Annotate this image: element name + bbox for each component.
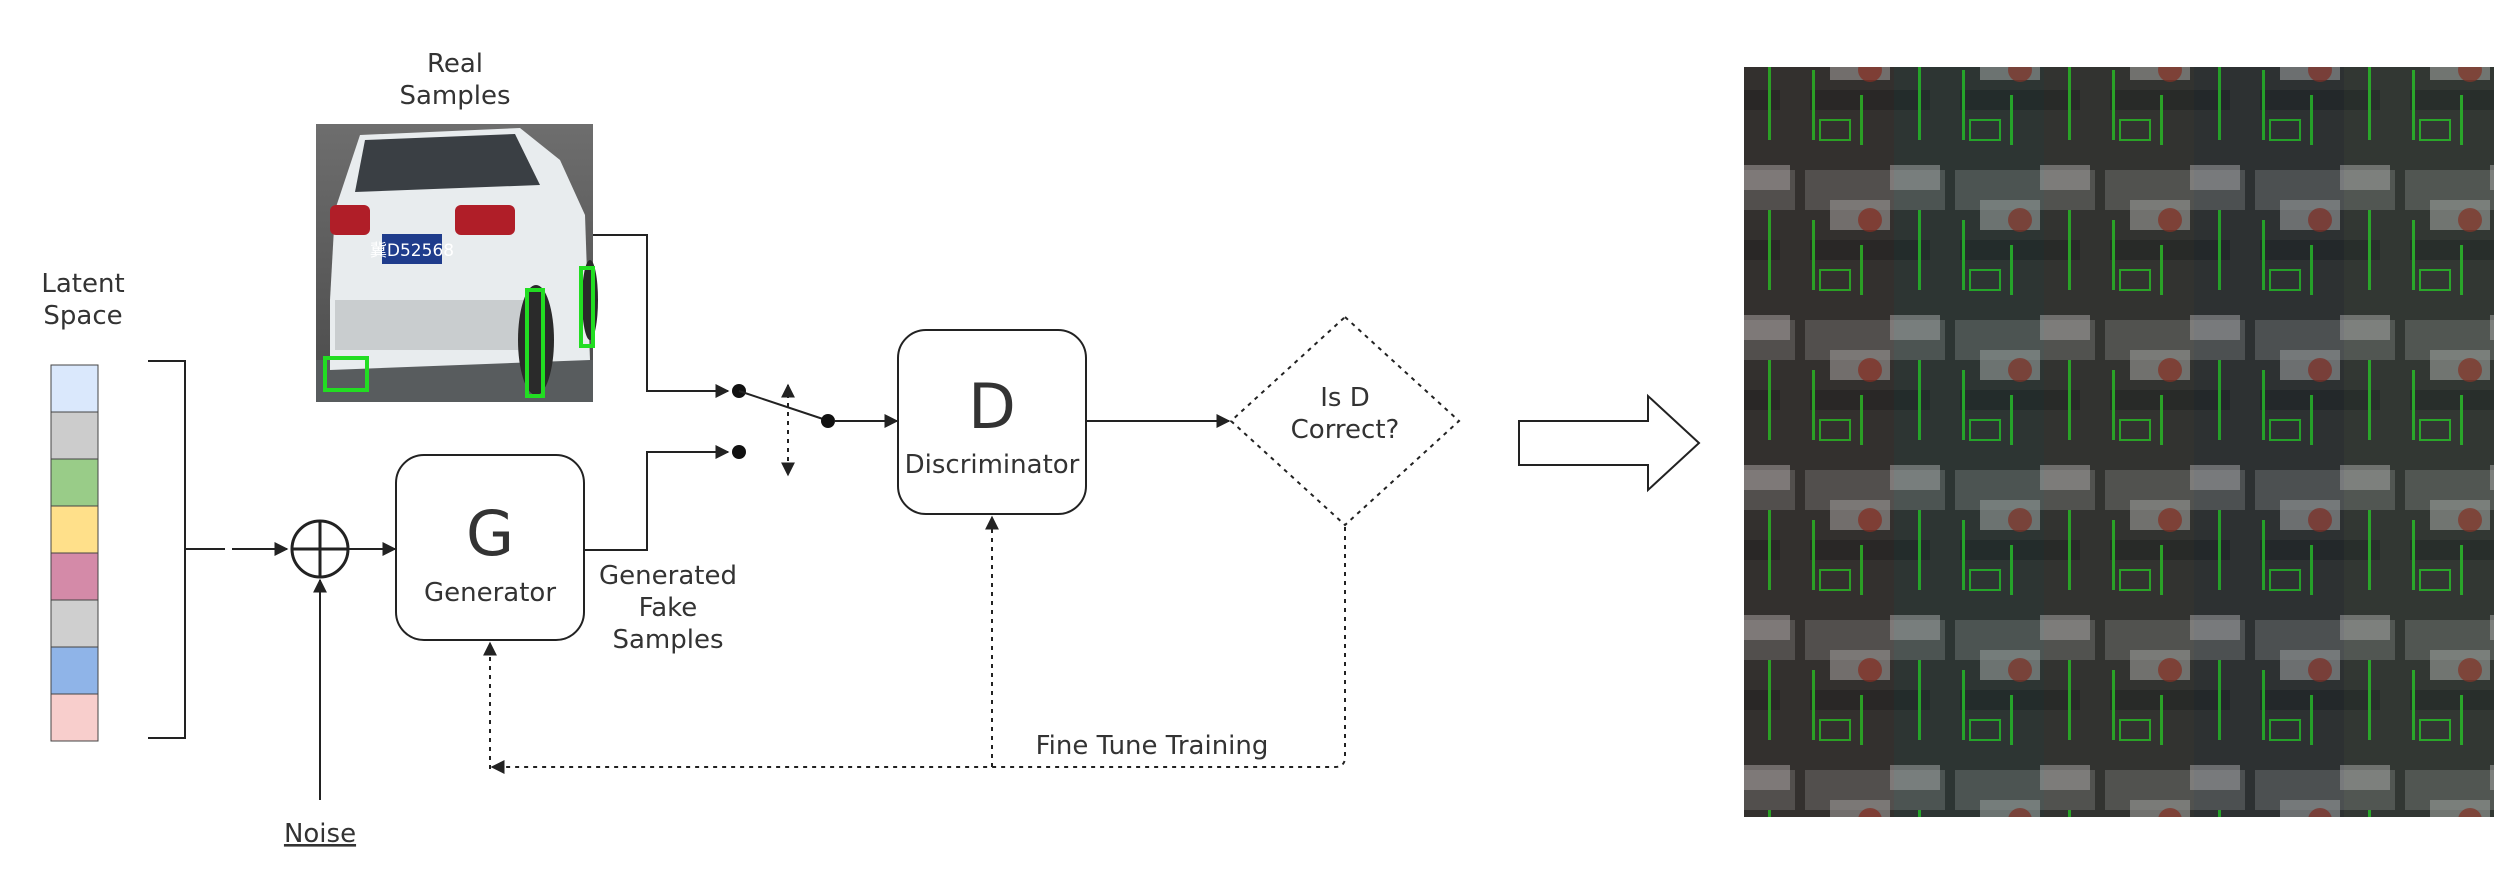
- latent-cell: [50, 364, 99, 413]
- generated-sample-tint: [2194, 67, 2344, 217]
- generator-box: G Generator: [395, 454, 585, 641]
- latent-vector: [50, 364, 99, 742]
- generated-sample-tint: [1894, 517, 2044, 667]
- generated-sample-tint: [1894, 367, 2044, 517]
- generated-fake-samples-line3: Samples: [612, 625, 723, 655]
- generated-sample-tile: [1894, 367, 2044, 517]
- generator-letter: G: [466, 497, 514, 570]
- generated-sample-tint: [1744, 217, 1894, 367]
- discriminator-label: Discriminator: [905, 450, 1080, 480]
- generated-sample-tile: [2044, 667, 2194, 817]
- generated-sample-tile: [1744, 217, 1894, 367]
- latent-bracket: [148, 360, 186, 739]
- generated-sample-tile: [1894, 217, 2044, 367]
- generated-sample-tile: [2044, 367, 2194, 517]
- real-sample-car-image: 冀D52568: [316, 124, 598, 402]
- generated-sample-tint: [2044, 667, 2194, 817]
- generated-sample-tint: [1894, 667, 2044, 817]
- result-arrow-icon: [1518, 393, 1701, 493]
- generated-sample-tint: [2044, 517, 2194, 667]
- generated-sample-tint: [2194, 517, 2344, 667]
- decision-line2: Correct?: [1291, 415, 1400, 445]
- latent-cell: [50, 646, 99, 695]
- fine-tune-training-label: Fine Tune Training: [1036, 731, 1269, 761]
- decision-diamond: Is D Correct?: [1229, 315, 1461, 527]
- generated-sample-tint: [2044, 367, 2194, 517]
- generated-sample-tint: [2044, 217, 2194, 367]
- generated-sample-tint: [2344, 67, 2494, 217]
- generated-sample-tint: [2194, 667, 2344, 817]
- generated-sample-tile: [1744, 67, 1894, 217]
- latent-cell: [50, 552, 99, 601]
- discriminator-box: D Discriminator: [897, 329, 1087, 515]
- generated-sample-tint: [1744, 67, 1894, 217]
- generated-sample-tile: [2044, 517, 2194, 667]
- generated-sample-tile: [2344, 67, 2494, 217]
- generated-sample-tile: [2194, 67, 2344, 217]
- generated-sample-tile: [2194, 217, 2344, 367]
- generated-sample-tint: [1744, 517, 1894, 667]
- generated-sample-tint: [2194, 367, 2344, 517]
- generated-sample-tile: [1744, 667, 1894, 817]
- generated-sample-tint: [1894, 217, 2044, 367]
- generated-sample-tint: [2344, 367, 2494, 517]
- discriminator-letter: D: [968, 370, 1016, 443]
- latent-cell: [50, 458, 99, 507]
- generated-sample-tile: [2194, 367, 2344, 517]
- generated-fake-samples-line2: Fake: [639, 593, 698, 623]
- license-plate-text: 冀D52568: [370, 241, 454, 261]
- generated-sample-tile: [2044, 67, 2194, 217]
- generated-sample-tile: [1894, 667, 2044, 817]
- latent-space-label-line2: Space: [43, 301, 122, 331]
- generated-sample-tint: [2344, 667, 2494, 817]
- generated-sample-tile: [2344, 217, 2494, 367]
- concat-plus-icon: [290, 519, 350, 579]
- generated-sample-tile: [2344, 517, 2494, 667]
- generated-sample-tile: [1894, 517, 2044, 667]
- generated-sample-tile: [2344, 367, 2494, 517]
- generated-sample-tile: [2344, 667, 2494, 817]
- generated-samples-grid: [1744, 67, 2494, 817]
- latent-cell: [50, 505, 99, 554]
- latent-cell: [50, 411, 99, 460]
- generated-sample-tint: [2344, 517, 2494, 667]
- real-samples-label-line1: Real: [427, 49, 483, 79]
- generated-sample-tint: [1894, 67, 2044, 217]
- generated-sample-tile: [2044, 217, 2194, 367]
- generated-fake-samples-line1: Generated: [599, 561, 737, 591]
- decision-line1: Is D: [1320, 383, 1370, 413]
- sample-switch: [732, 383, 835, 477]
- noise-label: Noise: [284, 819, 356, 849]
- generated-sample-tile: [1894, 67, 2044, 217]
- latent-cell: [50, 693, 99, 742]
- latent-cell: [50, 599, 99, 648]
- generated-sample-tile: [1744, 517, 1894, 667]
- generated-sample-tint: [1744, 667, 1894, 817]
- latent-space-label-line1: Latent: [41, 269, 124, 299]
- generated-sample-tile: [1744, 367, 1894, 517]
- generated-sample-tint: [2044, 67, 2194, 217]
- generated-sample-tint: [2194, 217, 2344, 367]
- real-samples-label-line2: Samples: [399, 81, 510, 111]
- generated-sample-tint: [2344, 217, 2494, 367]
- generator-label: Generator: [424, 578, 556, 608]
- generated-sample-tile: [2194, 667, 2344, 817]
- generated-sample-tile: [2194, 517, 2344, 667]
- generated-sample-tint: [1744, 367, 1894, 517]
